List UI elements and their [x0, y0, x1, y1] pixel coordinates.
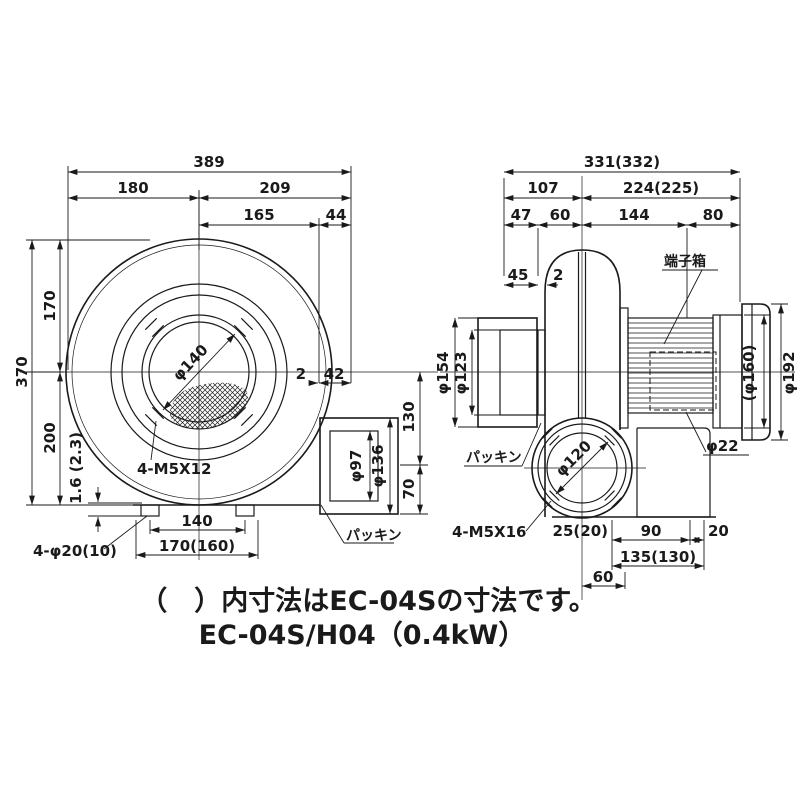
dim-motor-dia: (φ160)	[740, 345, 758, 402]
label-terminal-box: 端子箱	[664, 253, 706, 270]
dim-seg-60: 60	[550, 206, 571, 224]
dim-b135: 135(130)	[620, 548, 696, 566]
dim-outlet-flange-dia: φ136	[369, 444, 387, 487]
side-bolt-ticks	[542, 428, 622, 508]
motor-end-ring	[741, 303, 771, 441]
label-foot-holes: 4-φ20(10)	[33, 542, 117, 560]
label-bolt-side: 4-M5X16	[452, 523, 526, 541]
dim-base-thickness: 1.6 (2.3)	[67, 432, 85, 504]
side-top-dims: 331(332) 107 224(225) 47 60 144 80	[503, 153, 741, 318]
dim-outlet-depth: 42	[324, 365, 345, 383]
dim-outlet-center-height: 130	[400, 401, 418, 432]
dim-b25: 25(20)	[553, 522, 608, 540]
dim-side-left: 107	[527, 179, 558, 197]
label-packing-front: パッキン	[346, 528, 402, 544]
dim-gap-side: 2	[553, 266, 563, 284]
dim-height-bottom: 200	[41, 422, 59, 453]
dim-width-right: 209	[259, 179, 290, 197]
caption-model: EC-04S/H04（0.4kW）	[199, 620, 526, 651]
dim-overall-height: 370	[13, 356, 31, 387]
dim-side-right: 224(225)	[623, 179, 699, 197]
caption-note: （ ）内寸法はEC-04Sの寸法です。	[140, 586, 595, 617]
dim-inlet-dia: φ140	[169, 341, 212, 385]
label-bolt-front: 4-M5X12	[137, 460, 211, 478]
dim-outlet-offset: 165	[243, 206, 274, 224]
side-inlet-dims: 45 2 φ154 φ123	[434, 266, 563, 428]
dim-side-overall: 331(332)	[584, 153, 660, 171]
dim-seg-144: 144	[618, 206, 649, 224]
dim-b20: 20	[708, 522, 729, 540]
front-outlet-flange	[319, 417, 399, 515]
dim-foot-pitch: 140	[181, 512, 212, 530]
front-view: φ140 389 180 209 165 44 370 170 200	[13, 153, 438, 560]
side-view: φ120 331(332) 107 224(225) 47 60 144 80 …	[434, 153, 798, 600]
front-left-dims: 370 170 200 1.6 (2.3)	[13, 239, 150, 532]
dim-overall-width: 389	[193, 153, 224, 171]
side-outlet: φ120	[531, 417, 633, 519]
front-outlet-dims: 2 42 130 70 φ97 φ136	[296, 365, 428, 515]
dim-outlet-bottom: 70	[400, 479, 418, 500]
label-shaft-dia: φ22	[706, 437, 739, 455]
front-bottom-dims: 140 170(160) 4-φ20(10) パッキン 4-M5X12	[33, 420, 402, 560]
dim-seg-47: 47	[511, 206, 532, 224]
motor-bracket	[636, 427, 711, 518]
dim-outlet-bolt-circle: φ120	[552, 437, 595, 480]
side-bottom-dims: 25(20) 90 20 135(130) 60	[553, 520, 729, 589]
dim-inlet-depth: 45	[508, 266, 529, 284]
side-motor	[619, 303, 771, 518]
side-inlet-flange	[477, 317, 546, 428]
dim-inlet-bore: φ123	[452, 351, 470, 394]
dim-b90: 90	[641, 522, 662, 540]
caption: （ ）内寸法はEC-04Sの寸法です。 EC-04S/H04（0.4kW）	[140, 586, 595, 651]
label-packing-side: パッキン	[466, 450, 522, 466]
side-motor-dims: 端子箱 (φ160) φ192 φ22	[662, 253, 798, 456]
side-callouts: パッキン 4-M5X16	[452, 422, 552, 541]
dim-foot-width: 170(160)	[159, 537, 235, 555]
dim-inlet-flange-dia: φ154	[434, 351, 452, 394]
front-outlet-bore	[329, 430, 379, 502]
front-hatch-patch	[169, 382, 249, 429]
terminal-box-hidden	[649, 351, 717, 411]
dim-outlet-width: 44	[326, 206, 347, 224]
dim-seg-80: 80	[703, 206, 724, 224]
dim-gap-front: 2	[296, 365, 306, 383]
front-inlet-dia-line	[162, 333, 236, 411]
dim-outlet-bore: φ97	[347, 450, 365, 483]
motor-fins	[628, 322, 713, 409]
front-bolt-ticks	[144, 317, 254, 427]
dim-b60: 60	[593, 568, 614, 586]
front-top-dims: 389 180 209 165 44	[67, 153, 352, 383]
dim-height-top: 170	[41, 290, 59, 321]
dim-end-ring-dia: φ192	[780, 351, 798, 394]
dim-width-left: 180	[117, 179, 148, 197]
